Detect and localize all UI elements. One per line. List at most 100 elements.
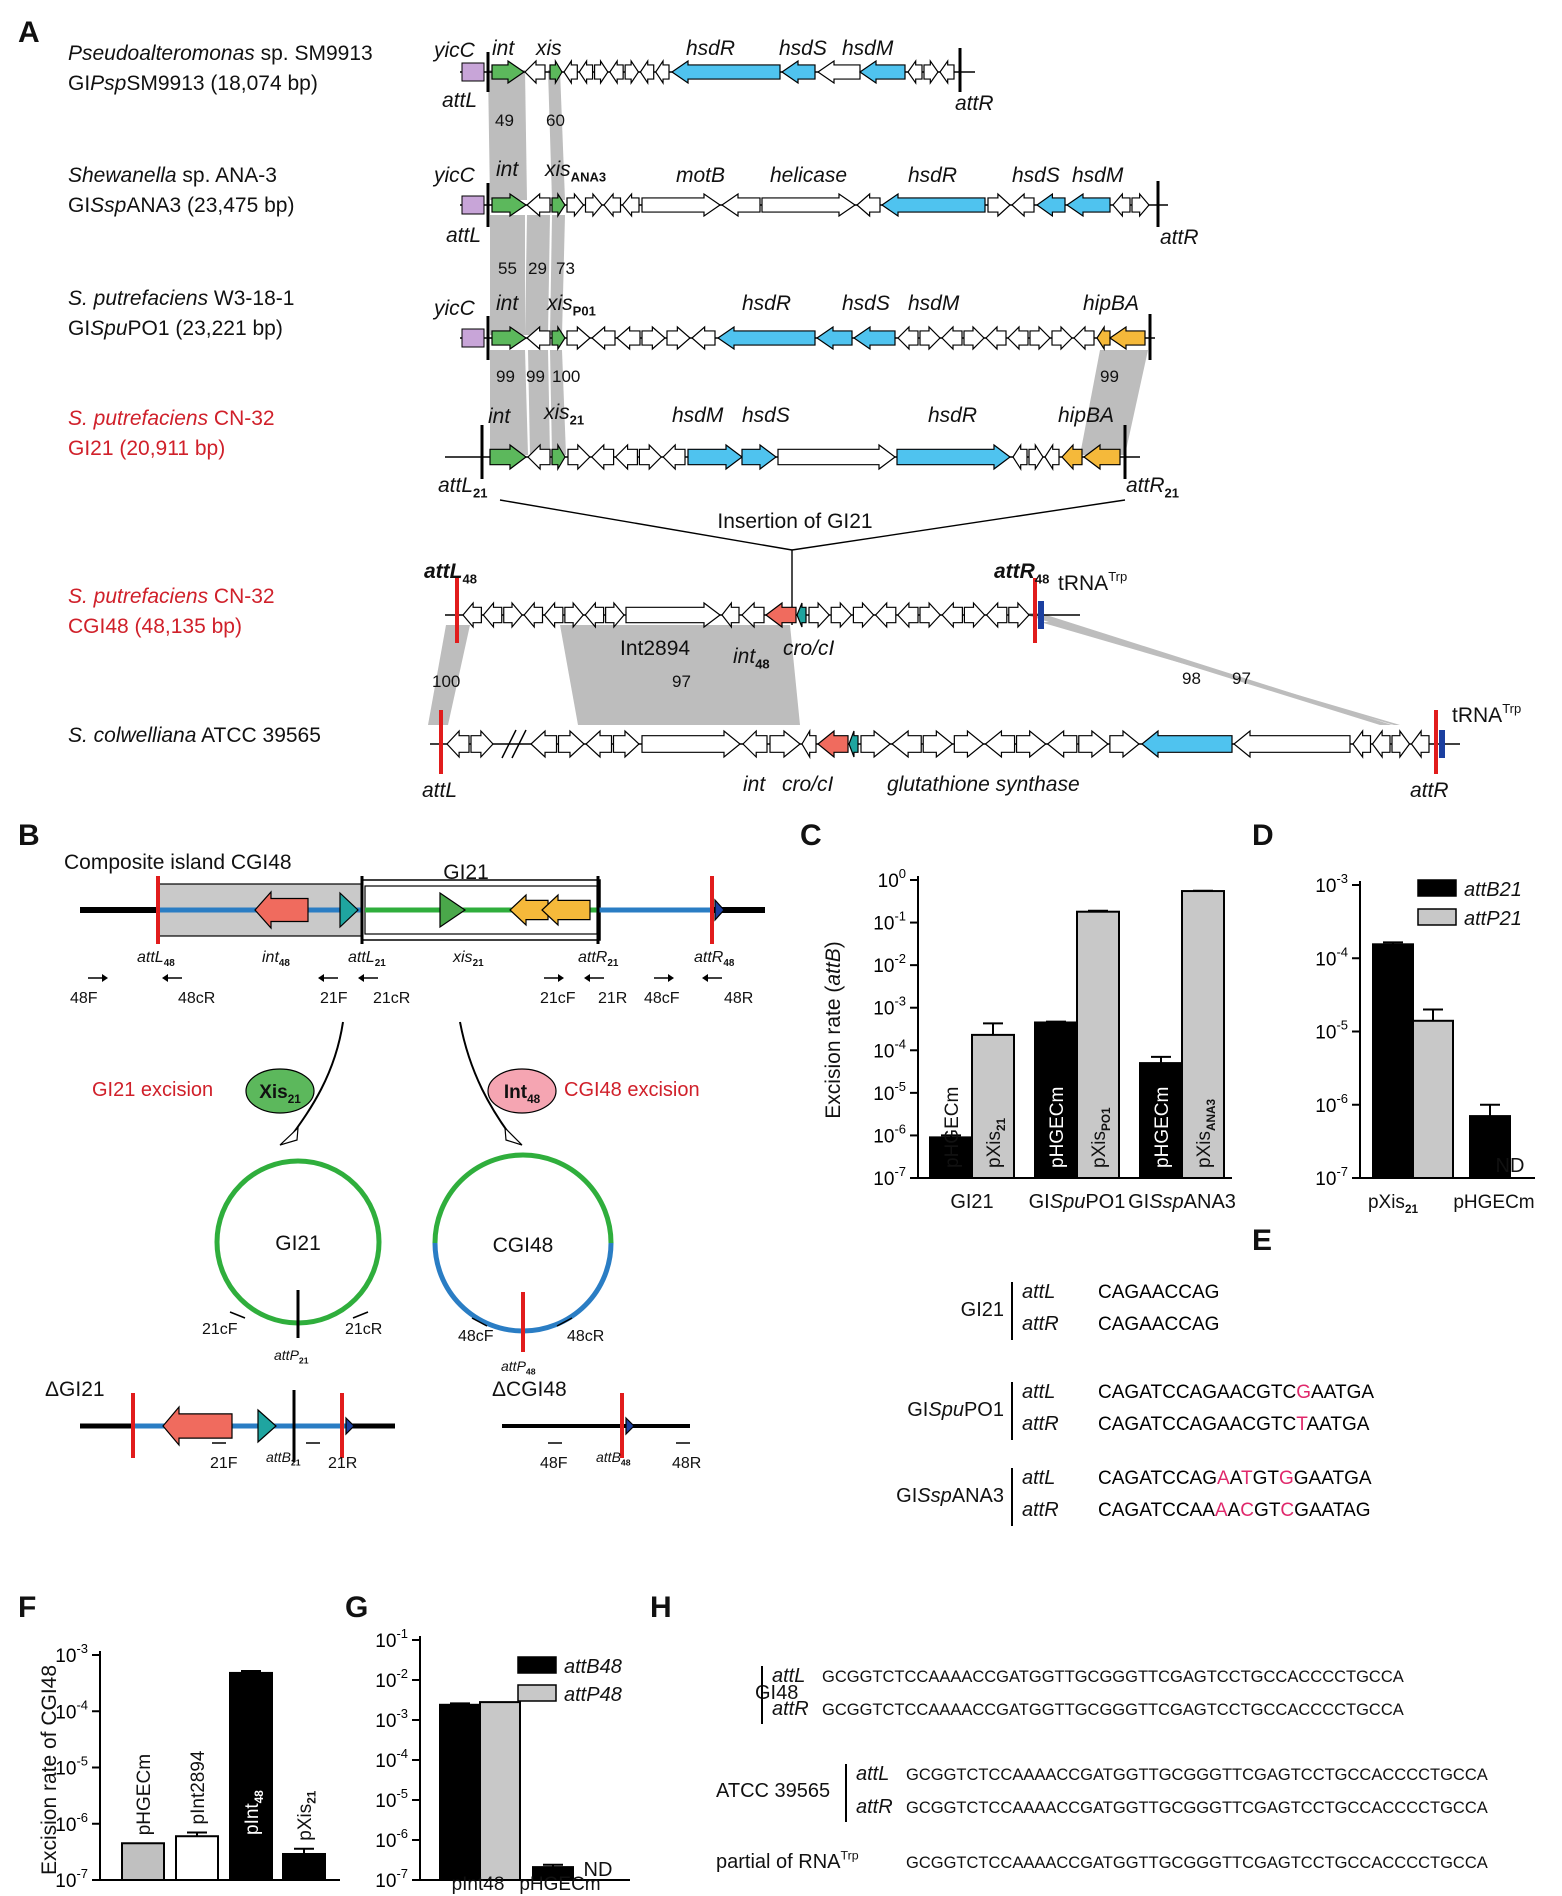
label-part: attR	[1022, 1313, 1059, 1335]
hsdS-gene	[815, 325, 853, 351]
primer-label: 48F	[70, 990, 98, 1007]
sequence-base: G	[1202, 1382, 1217, 1403]
bar-label: pXisPO1​	[1089, 1107, 1113, 1168]
site-label: attP21​	[274, 1347, 309, 1366]
hsdM-gene	[852, 325, 896, 351]
xis21-enzyme	[245, 1068, 315, 1114]
label-part: attL	[137, 949, 164, 966]
orf-arrow	[662, 443, 686, 471]
tRNA-gene	[625, 1416, 635, 1436]
label-part: F	[18, 1591, 36, 1624]
sequence-base: G	[1296, 1382, 1311, 1403]
label-part: Xis	[259, 1082, 288, 1103]
orf-arrow	[1028, 442, 1044, 472]
y-tick-label: 10-5	[375, 1786, 408, 1812]
sequence: CAGAACCAG	[1098, 1282, 1219, 1303]
label-part: glutathione synthase	[887, 773, 1080, 796]
int-gene	[817, 729, 849, 759]
y-tick-label: 10-6	[873, 1121, 906, 1147]
tick-exponent: -7	[76, 1866, 88, 1881]
gene-label: int	[492, 37, 515, 60]
orf-arrow	[470, 729, 494, 759]
primer-label: 48R	[672, 1455, 701, 1472]
label-part: 21	[1165, 485, 1179, 500]
label-part: W3-18-1	[208, 287, 294, 310]
orf-arrow	[603, 192, 622, 218]
sequence-base: T	[1150, 1414, 1162, 1435]
primer-arrow	[556, 1317, 573, 1327]
sequence: CAGATCCAGAACGTCGAATGA	[1098, 1382, 1374, 1403]
label-part: GI	[68, 72, 90, 95]
tick-base: 10	[55, 1646, 76, 1667]
label-part: attR	[1410, 779, 1449, 802]
homology-band	[548, 70, 565, 200]
label-part: GI21	[275, 1232, 321, 1255]
legend-label: attP48	[564, 1684, 622, 1706]
label-part: GCGGTCTCCAAAACCGATGGTTGCGGGTTCGAGTCCTGCC…	[822, 1701, 1404, 1719]
orf-arrow	[641, 325, 666, 351]
gene-arrow	[527, 443, 551, 471]
label-part: 97	[1232, 669, 1251, 688]
orf-arrow	[614, 443, 639, 471]
label-part: hsdS	[742, 404, 790, 427]
label-part: attL	[772, 1665, 805, 1687]
site-label: attR	[772, 1698, 809, 1720]
tick-base: 10	[375, 1871, 396, 1892]
tick-base: 10	[55, 1871, 76, 1892]
label-part: attP	[501, 1358, 527, 1374]
sequence-base: A	[1202, 1500, 1215, 1521]
orf-arrow	[567, 443, 591, 471]
primer-arrow	[229, 1311, 246, 1319]
tick-exponent: -1	[396, 1626, 408, 1641]
tick-exponent: -6	[76, 1810, 88, 1825]
label-part: GI21	[950, 1191, 993, 1213]
gene-label: cro/cI	[783, 637, 835, 660]
label-part: ATCC 39565	[716, 1780, 830, 1802]
label-part: CGI48 (48,135 bp)	[68, 615, 242, 638]
label-part: hsdR	[908, 164, 957, 187]
gene-label: int	[496, 292, 519, 315]
island-label: GISspANA3 (23,475 bp)	[68, 194, 294, 217]
panel-letter-a: A	[18, 16, 40, 49]
sequence-base: A	[1217, 1382, 1230, 1403]
sequence-base: A	[1139, 1382, 1152, 1403]
island-label: GI21 (20,911 bp)	[68, 437, 225, 460]
x-category-label: pXis21​	[1368, 1192, 1419, 1216]
label-part: 21cR	[373, 990, 410, 1007]
label-part: 21	[306, 1790, 319, 1804]
orf-arrow	[654, 59, 670, 85]
gene-label: attL	[442, 89, 477, 112]
sequence-base: A	[1190, 1500, 1203, 1521]
hsdS-gene	[741, 443, 777, 471]
label-part: D	[1252, 819, 1274, 852]
gene-label: int	[743, 773, 766, 796]
label-part: 49	[495, 111, 514, 130]
orf-arrow	[941, 601, 964, 629]
gene-label: xisP01​	[546, 292, 596, 318]
sequence-base: A	[1190, 1414, 1203, 1435]
gene-label: hsdS	[742, 404, 790, 427]
tick-base: 10	[1315, 876, 1336, 897]
label-part: ND	[1496, 1155, 1525, 1177]
label-part: GCGGTCTCCAAAACCGATGGTTGCGGGTTCGAGTCCTGCC…	[906, 1766, 1488, 1784]
orf-arrow	[1131, 192, 1150, 218]
label-part: attL	[348, 949, 375, 966]
panel-letter-g: G	[345, 1591, 368, 1624]
label-part: hsdS	[779, 37, 827, 60]
primer-label: 21R	[598, 990, 627, 1007]
label-part: B	[18, 819, 40, 852]
x-category-label: GISspANA3	[1128, 1191, 1236, 1213]
orf-arrow	[557, 729, 585, 759]
gene-label: helicase	[770, 164, 847, 187]
hsdR-gene	[716, 325, 816, 351]
label-part: A	[18, 16, 40, 49]
primer-head	[584, 974, 590, 982]
label-part: SM9913 (18,074 bp)	[126, 72, 317, 95]
y-tick-label: 100	[878, 866, 906, 892]
bar-label: pXis21​	[984, 1117, 1008, 1168]
alignment-group-label: GISspANA3	[896, 1485, 1004, 1507]
sequence-base: G	[1202, 1468, 1217, 1489]
primer-arrow	[471, 1317, 488, 1327]
sequence-base: C	[1240, 1500, 1254, 1521]
